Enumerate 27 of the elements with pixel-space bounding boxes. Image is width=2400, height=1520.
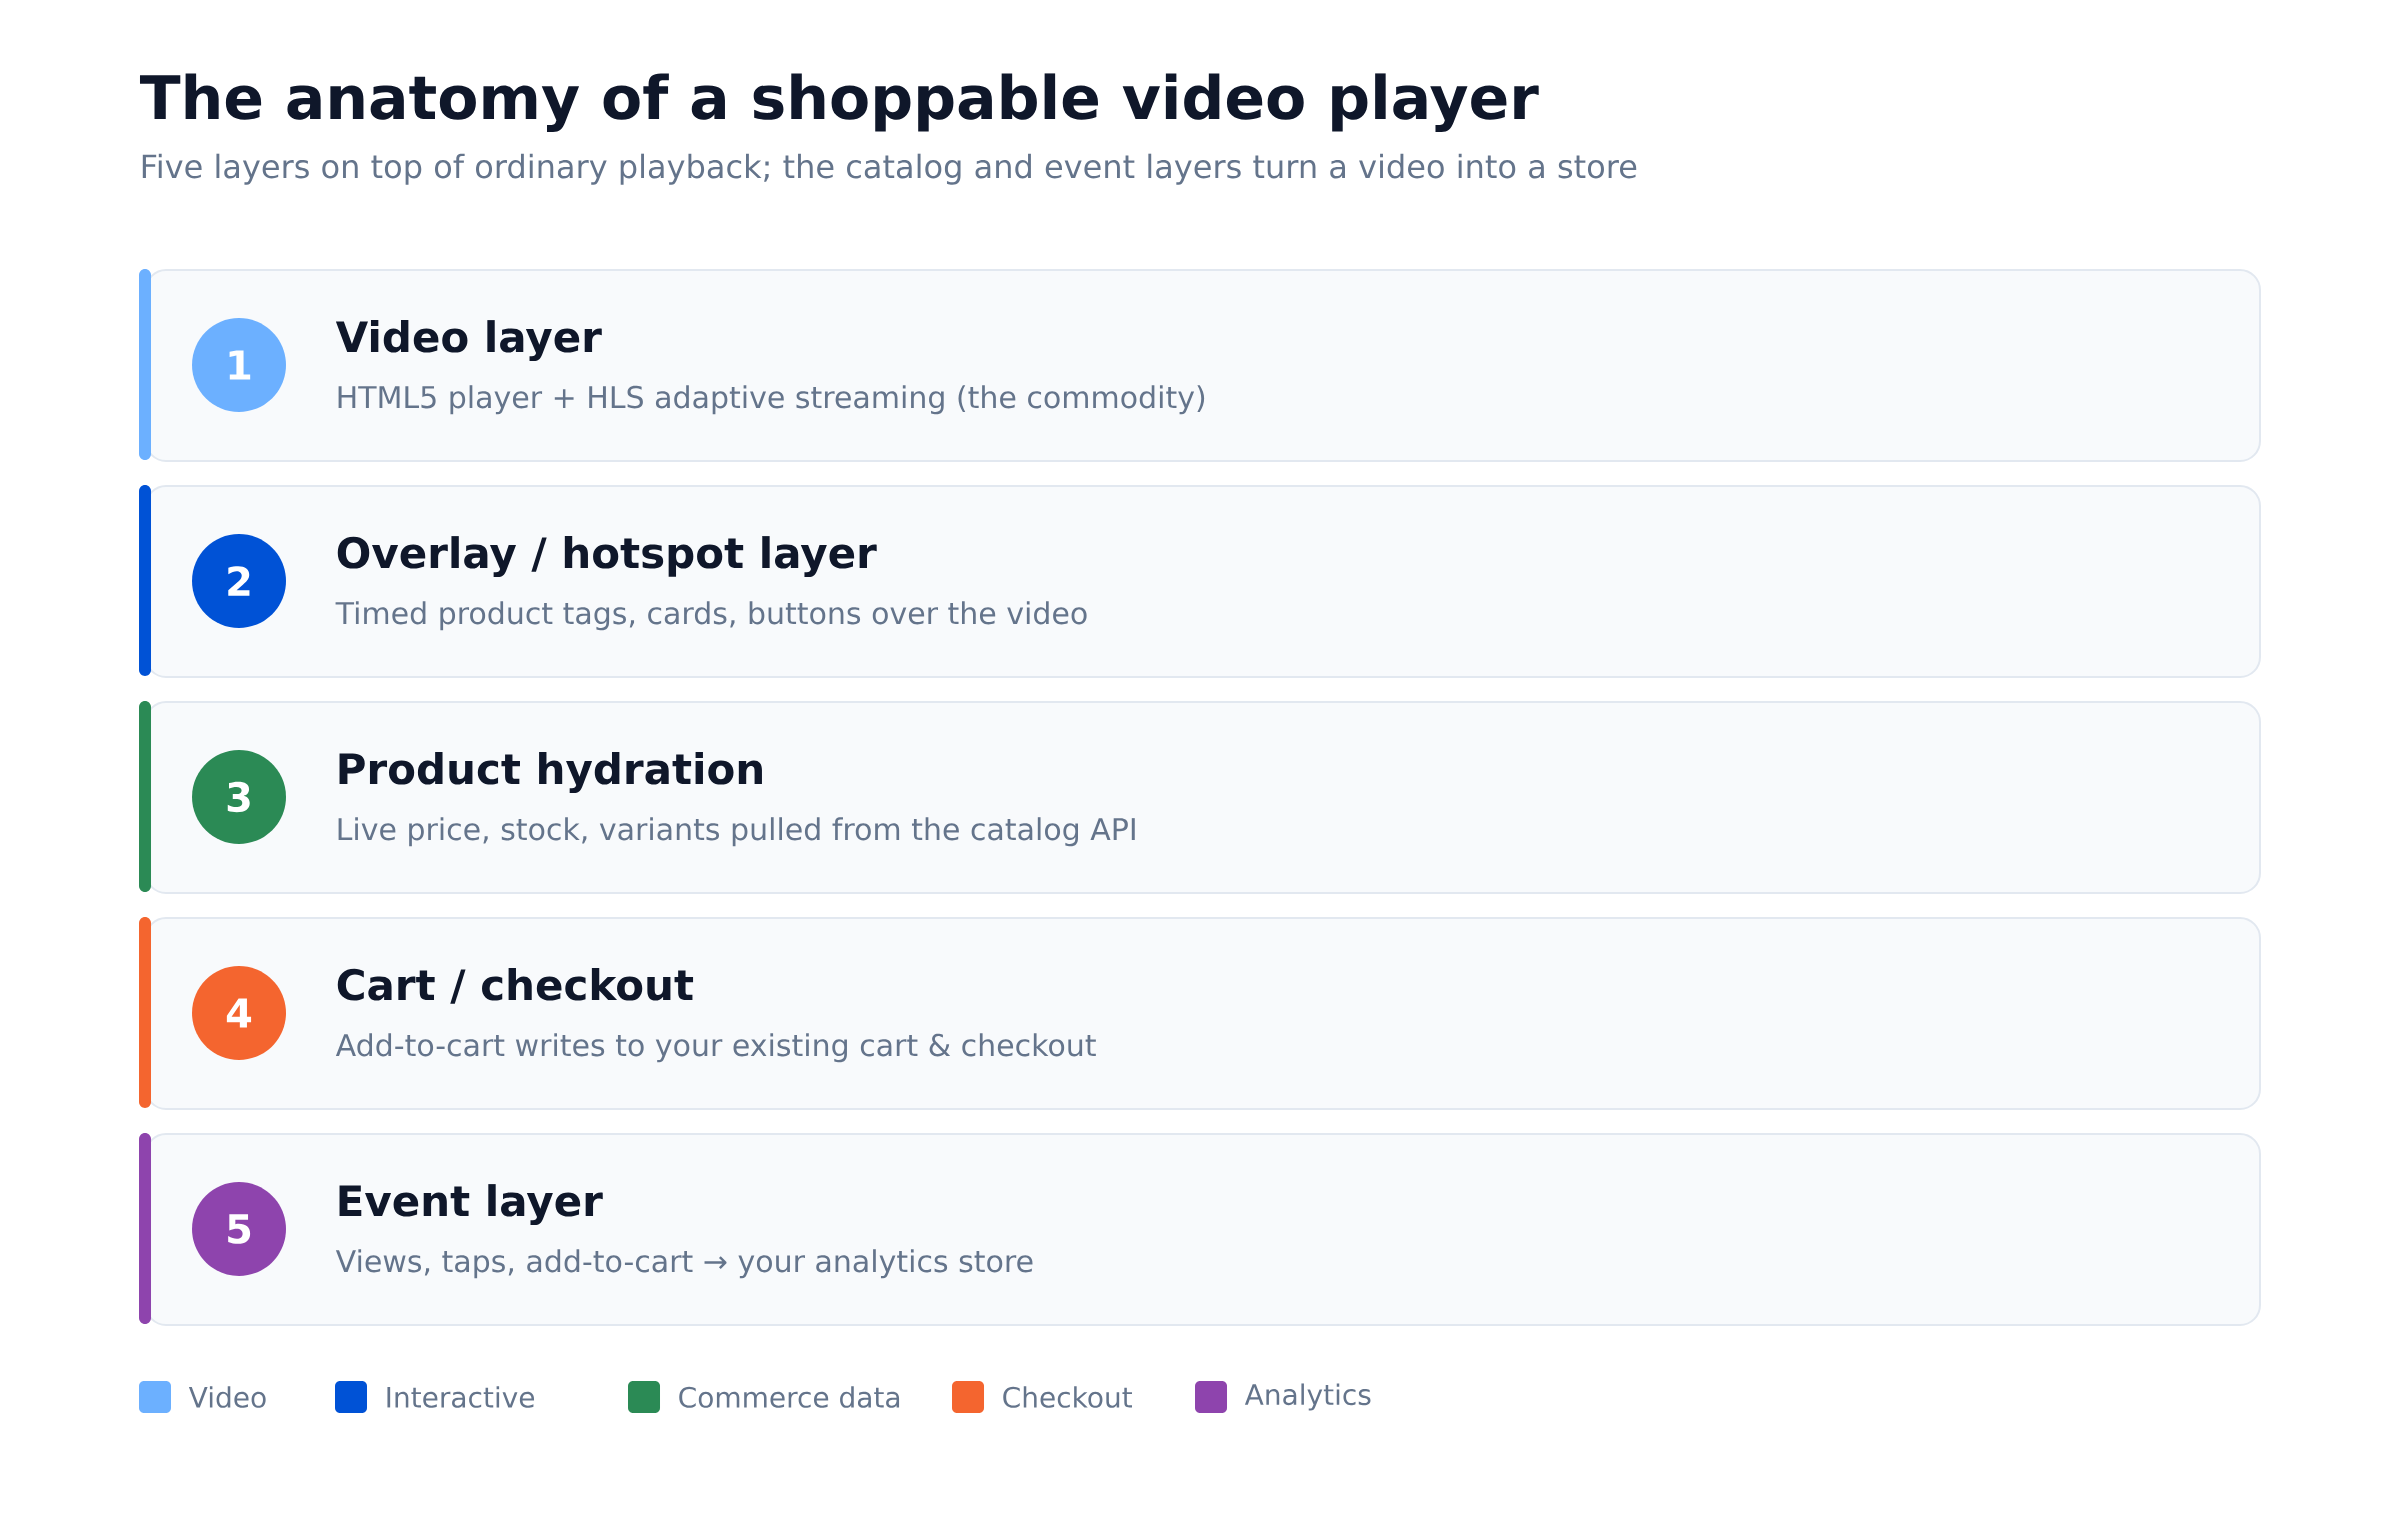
number-badge: 2	[192, 534, 286, 628]
number-badge: 3	[192, 750, 286, 844]
number-badge: 4	[192, 966, 286, 1060]
layer-description: Add-to-cart writes to your existing cart & checkout	[335, 1033, 1096, 1063]
subtitle: Five layers on top of ordinary playback; the catalog and event layers turn a video into a store	[142, 153, 1637, 185]
legend-label: Analytics	[1244, 1383, 1371, 1411]
layer-heading: Overlay / hotspot layer	[337, 536, 877, 578]
legend-label: Commerce data	[679, 1386, 900, 1408]
layer-card	[139, 917, 2261, 1110]
layer-card	[139, 269, 2261, 462]
legend-label: Checkout	[1003, 1386, 1132, 1408]
layer-card	[139, 485, 2261, 678]
number-badge: 5	[192, 1182, 286, 1276]
layer-description: HTML5 player + HLS adaptive streaming (the commodity)	[338, 385, 1205, 415]
layer-description: Timed product tags, cards, buttons over the video	[335, 601, 1087, 631]
layer-heading: Event layer	[339, 1184, 603, 1226]
legend-label: Video	[188, 1386, 266, 1408]
layer-description: Live price, stock, variants pulled from the catalog API	[338, 817, 1135, 847]
number-badge: 1	[192, 318, 286, 412]
layer-card	[139, 701, 2261, 894]
layer-heading: Video layer	[335, 320, 602, 362]
layer-heading: Cart / checkout	[337, 968, 694, 1004]
layer-heading: Product hydration	[339, 752, 762, 794]
title: The anatomy of a shoppable video player	[140, 73, 1539, 132]
layer-description: Views, taps, add-to-cart → your analytics store	[335, 1249, 1033, 1279]
layer-card	[139, 1133, 2261, 1326]
legend-label: Interactive	[387, 1386, 534, 1408]
